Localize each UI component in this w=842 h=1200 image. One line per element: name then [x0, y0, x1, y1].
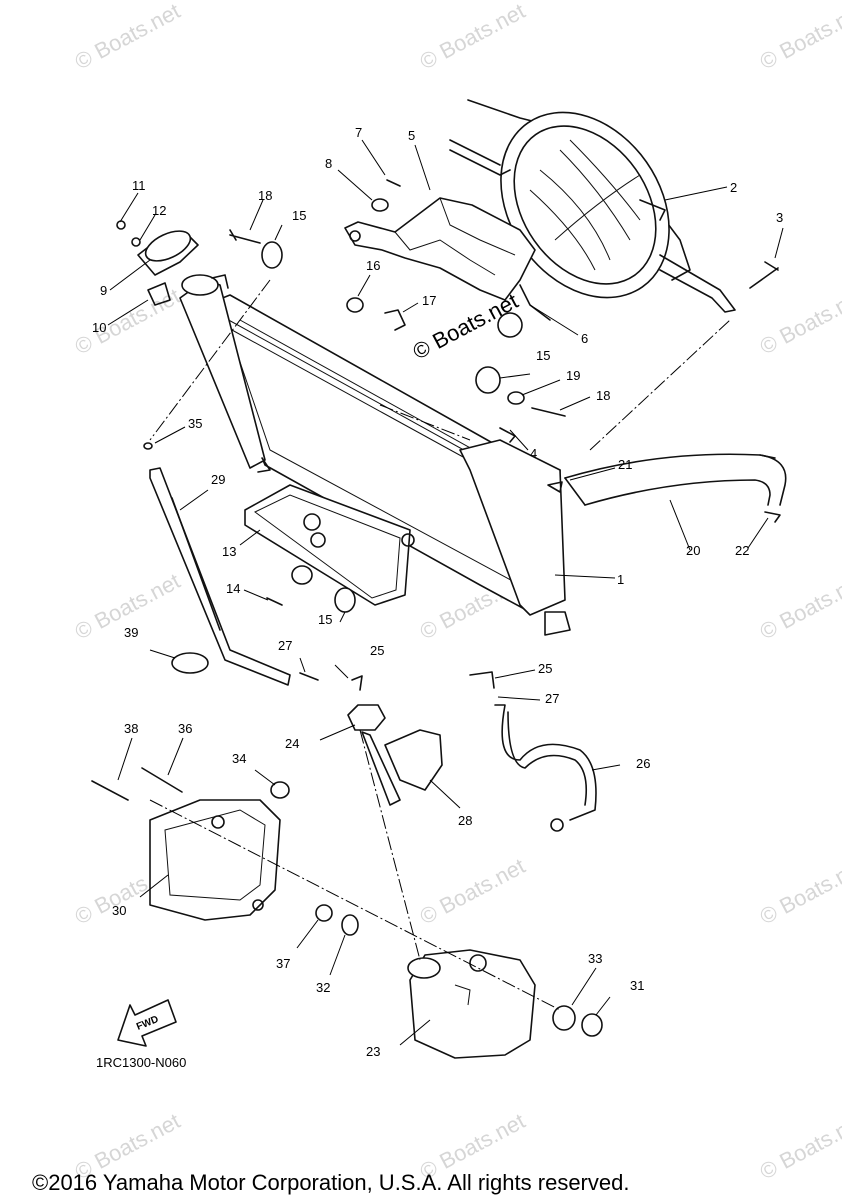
coolant-reservoir [407, 949, 536, 1059]
callout-26: 26 [636, 756, 650, 771]
callout-39: 39 [124, 625, 138, 640]
callout-17: 17 [422, 293, 436, 308]
watermark: © Boats.net [756, 1108, 842, 1184]
callout-25a: 25 [370, 643, 384, 658]
callout-18a: 18 [258, 188, 272, 203]
radiator [179, 274, 571, 636]
callout-15c: 15 [318, 612, 332, 627]
bracket-28 [384, 729, 443, 791]
callout-30: 30 [112, 903, 126, 918]
callout-9: 9 [100, 283, 107, 298]
watermark: © Boats.net [756, 568, 842, 644]
callout-15b: 15 [536, 348, 550, 363]
callout-18b: 18 [596, 388, 610, 403]
callout-labels: 1 2 3 4 5 6 7 8 9 10 11 12 13 14 15 15 1… [92, 125, 783, 1059]
callout-33: 33 [588, 951, 602, 966]
fasteners [91, 179, 781, 1037]
watermark: © Boats.net [756, 853, 842, 929]
callout-12: 12 [152, 203, 166, 218]
fan-shroud [344, 197, 551, 321]
callout-27a: 27 [278, 638, 292, 653]
hose-26 [494, 704, 597, 832]
callout-15a: 15 [292, 208, 306, 223]
watermark: © Boats.net [756, 0, 842, 74]
callout-22: 22 [735, 543, 749, 558]
assembly-lines [149, 279, 731, 1011]
watermark: © Boats.net [416, 853, 530, 929]
callout-32: 32 [316, 980, 330, 995]
callout-10: 10 [92, 320, 106, 335]
hose-24 [347, 671, 495, 806]
callout-38: 38 [124, 721, 138, 736]
callout-11: 11 [132, 178, 146, 193]
cooling-fan [449, 99, 736, 313]
callout-7: 7 [355, 125, 362, 140]
callout-25b: 25 [538, 661, 552, 676]
watermark: © Boats.net [71, 283, 185, 359]
callout-29: 29 [211, 472, 225, 487]
callout-35: 35 [188, 416, 202, 431]
callout-28: 28 [458, 813, 472, 828]
hose-29 [149, 467, 291, 686]
callout-6: 6 [581, 331, 588, 346]
callout-14: 14 [226, 581, 240, 596]
callout-5: 5 [408, 128, 415, 143]
watermark: © Boats.net [71, 0, 185, 74]
callout-1: 1 [617, 572, 624, 587]
callout-34: 34 [232, 751, 246, 766]
copyright-notice: ©2016 Yamaha Motor Corporation, U.S.A. A… [32, 1170, 630, 1195]
callout-23: 23 [366, 1044, 380, 1059]
callout-36: 36 [178, 721, 192, 736]
callout-3: 3 [776, 210, 783, 225]
callout-24: 24 [285, 736, 299, 751]
leader-lines [107, 139, 784, 1046]
callout-37: 37 [276, 956, 290, 971]
watermark: © Boats.net [756, 283, 842, 359]
hose-20 [564, 453, 787, 506]
callout-8: 8 [325, 156, 332, 171]
bracket-30 [149, 799, 281, 921]
callout-16: 16 [366, 258, 380, 273]
radiator-cap [137, 230, 199, 306]
callout-20: 20 [686, 543, 700, 558]
diagram-reference: 1RC1300-N060 [96, 1055, 187, 1070]
callout-4: 4 [530, 446, 537, 461]
radiator-guard [244, 484, 415, 606]
watermark: © Boats.net [416, 0, 530, 74]
callout-21: 21 [618, 457, 632, 472]
fwd-arrow: FWD [117, 999, 177, 1047]
callout-19: 19 [566, 368, 580, 383]
callout-31: 31 [630, 978, 644, 993]
callout-13: 13 [222, 544, 236, 559]
callout-2: 2 [730, 180, 737, 195]
callout-27b: 27 [545, 691, 559, 706]
